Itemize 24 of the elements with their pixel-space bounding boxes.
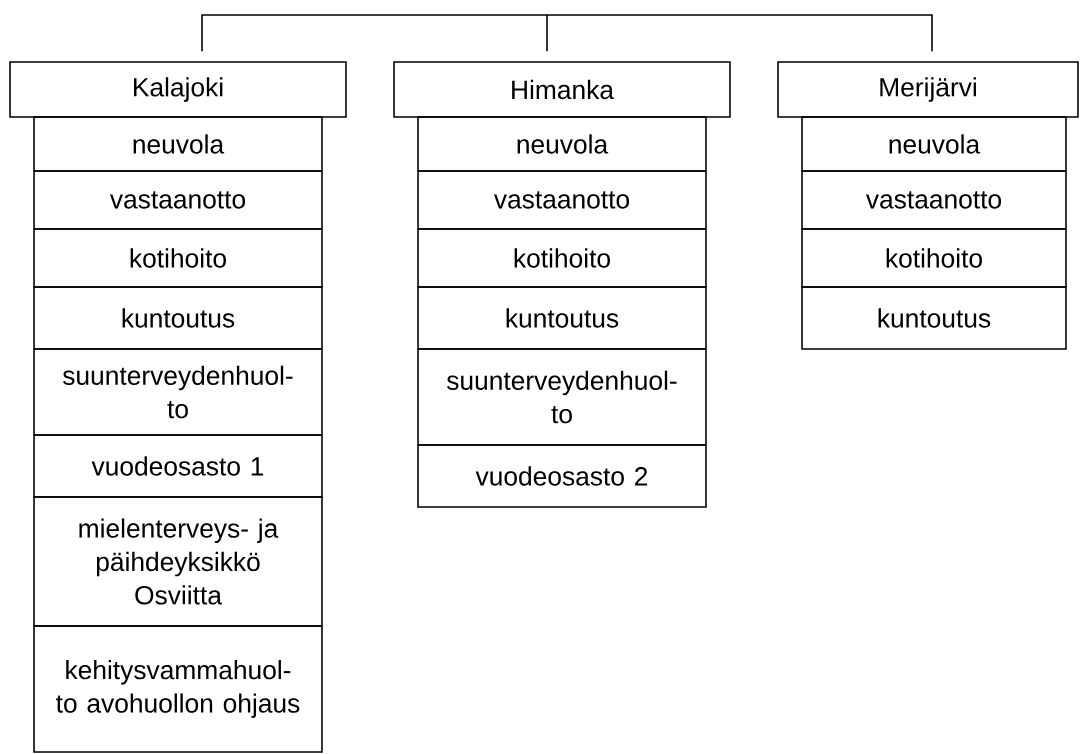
connector-line — [546, 14, 548, 52]
unit-box: neuvola — [33, 116, 323, 172]
unit-box: kotihoito — [33, 228, 323, 288]
unit-box: mielenterveys- ja päihdeyksikkö Osviitta — [33, 496, 323, 627]
unit-box: vastaanotto — [801, 170, 1067, 230]
unit-box: vastaanotto — [417, 170, 707, 230]
unit-box: kuntoutus — [417, 286, 707, 350]
header-box: Kalajoki — [9, 61, 347, 118]
unit-box: suunterveydenhuol- to — [417, 348, 707, 446]
header-box: Himanka — [393, 61, 731, 118]
unit-box: neuvola — [801, 116, 1067, 172]
unit-box: kuntoutus — [801, 286, 1067, 350]
unit-box: suunterveydenhuol- to — [33, 348, 323, 436]
header-box: Merijärvi — [777, 61, 1079, 118]
unit-box: vuodeosasto 1 — [33, 434, 323, 498]
unit-box: vastaanotto — [33, 170, 323, 230]
connector-line — [201, 14, 548, 52]
unit-box: vuodeosasto 2 — [417, 444, 707, 508]
unit-box: kotihoito — [801, 228, 1067, 288]
unit-box: kuntoutus — [33, 286, 323, 350]
unit-box: kotihoito — [417, 228, 707, 288]
connector-line — [546, 14, 933, 52]
unit-box: kehitysvammahuol- to avohuollon ohjaus — [33, 625, 323, 753]
unit-box: neuvola — [417, 116, 707, 172]
